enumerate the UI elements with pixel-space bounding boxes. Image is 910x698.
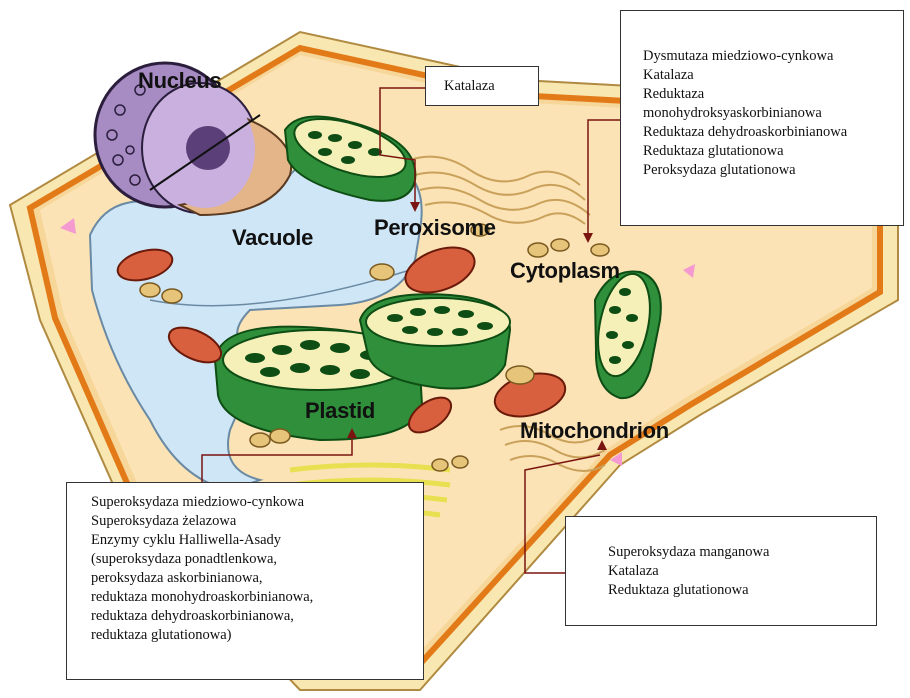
enzyme-item: Superoksydaza manganowa [608,543,876,562]
enzyme-item: Katalaza [608,562,876,581]
enzyme-item: Reduktaza [643,85,903,104]
enzyme-item: Katalaza [444,77,538,96]
enzyme-item: Peroksydaza glutationowa [643,161,903,180]
enzyme-item: Superoksydaza żelazowa [91,512,423,531]
enzyme-item: Enzymy cyklu Halliwella-Asady [91,531,423,550]
enzyme-item: Superoksydaza miedziowo-cynkowa [91,493,423,512]
nucleus-label: Nucleus [138,68,221,94]
enzyme-item: reduktaza glutationowa) [91,626,423,645]
enzyme-item: monohydroksyaskorbinianowa [643,104,903,123]
enzyme-item: reduktaza dehydroaskorbinianowa, [91,607,423,626]
cytoplasm-label: Cytoplasm [510,258,620,284]
enzyme-item: Reduktaza glutationowa [608,581,876,600]
plastid-label: Plastid [305,398,375,424]
cytoplasm-enzymes-box: Dysmutaza miedziowo-cynkowa Katalaza Red… [620,10,904,226]
enzyme-item: Reduktaza glutationowa [643,142,903,161]
peroxisome-enzymes-box: Katalaza [425,66,539,106]
peroxisome-label: Peroxisome [374,215,496,241]
vacuole-label: Vacuole [232,225,313,251]
enzyme-item: Reduktaza dehydroaskorbinianowa [643,123,903,142]
mitochondrion-enzymes-box: Superoksydaza manganowa Katalaza Redukta… [565,516,877,626]
plastid-enzymes-box: Superoksydaza miedziowo-cynkowa Superoks… [66,482,424,680]
enzyme-item: peroksydaza askorbinianowa, [91,569,423,588]
enzyme-item: Dysmutaza miedziowo-cynkowa [643,47,903,66]
enzyme-item: reduktaza monohydroaskorbinianowa, [91,588,423,607]
mitochondrion-label: Mitochondrion [520,418,669,444]
enzyme-item: Katalaza [643,66,903,85]
enzyme-item: (superoksydaza ponadtlenkowa, [91,550,423,569]
